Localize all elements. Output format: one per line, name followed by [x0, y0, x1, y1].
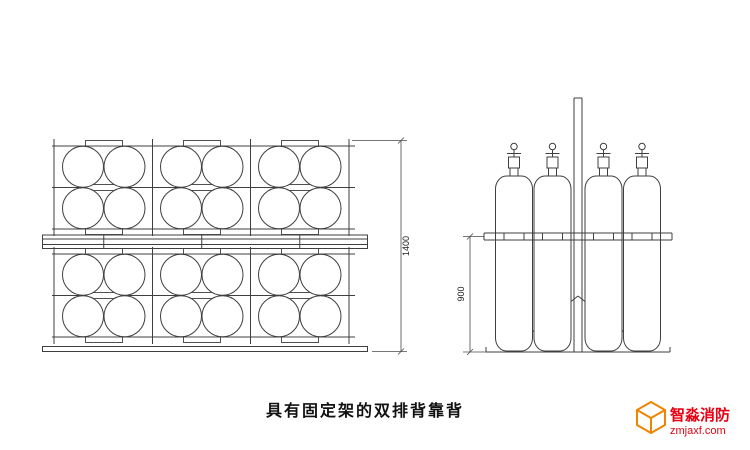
- dimension-front-height: 1400: [352, 137, 411, 355]
- logo-cube-icon: [636, 401, 666, 434]
- cylinder-bank-top: [52, 139, 355, 236]
- cylinder-body: [584, 175, 623, 352]
- logo: 智淼消防 zmjaxf.com: [636, 401, 730, 437]
- center-post: [573, 97, 583, 352]
- logo-domain: zmjaxf.com: [670, 425, 726, 437]
- dimension-label-side: 900: [456, 286, 466, 301]
- logo-name: 智淼消防: [670, 406, 730, 424]
- base-frame: [485, 347, 671, 353]
- clamp-rail: [483, 232, 673, 241]
- dimension-label-front: 1400: [401, 236, 411, 256]
- cylinders-side: [495, 167, 661, 352]
- valve-icon: [545, 142, 560, 169]
- cylinder-body: [495, 175, 533, 352]
- dimension-side-height: 900: [456, 233, 486, 356]
- front-view: 1400: [42, 137, 411, 355]
- valve-icon: [635, 142, 649, 169]
- side-view: 900: [456, 97, 673, 356]
- caption-title: 具有固定架的双排背靠背: [266, 401, 464, 420]
- middle-mount-rails: [42, 234, 368, 249]
- cylinder-bank-bottom: [52, 247, 355, 344]
- valve-icon: [596, 142, 611, 169]
- cylinder-body: [533, 175, 572, 352]
- cylinder-body: [623, 175, 661, 352]
- bottom-mount-rails: [42, 346, 368, 352]
- cylinder-valves: [507, 142, 649, 169]
- valve-icon: [507, 142, 521, 169]
